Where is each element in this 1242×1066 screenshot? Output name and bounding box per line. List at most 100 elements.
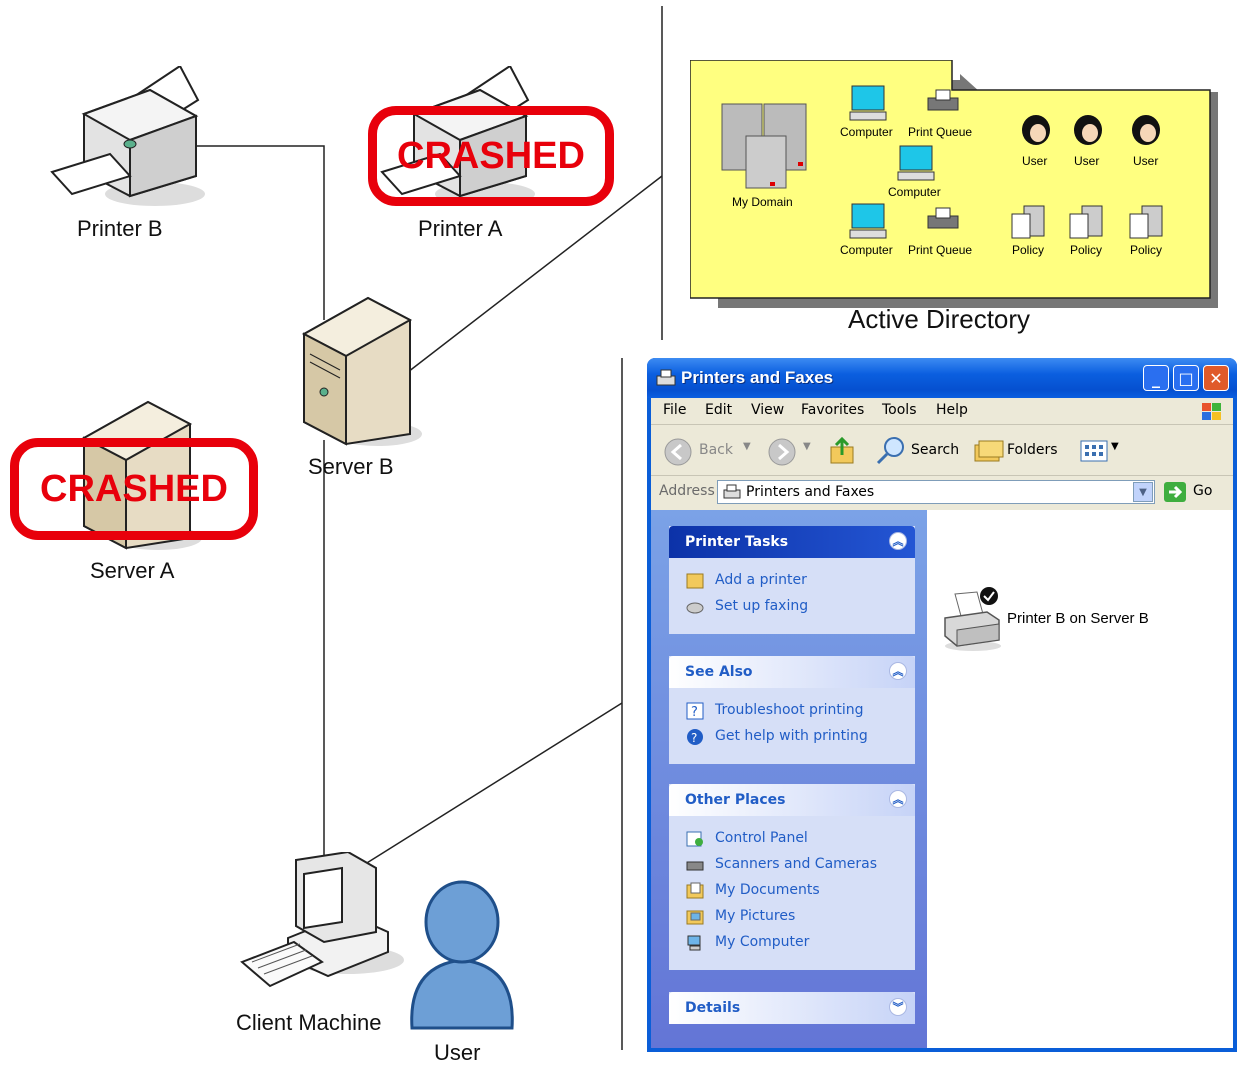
- collapse-chevron-icon[interactable]: ︽: [889, 790, 907, 808]
- other-places-header[interactable]: Other Places ︽: [669, 784, 915, 816]
- back-button[interactable]: Back: [699, 442, 733, 458]
- server-a-crashed-stamp: CRASHED: [10, 438, 258, 540]
- print-queue-label-1: Print Queue: [908, 125, 973, 139]
- server-b-icon: [301, 296, 422, 446]
- menu-bar: File Edit View Favorites Tools Help: [651, 398, 1233, 425]
- details-box: Details ︾: [669, 992, 915, 1024]
- details-title: Details: [685, 1000, 741, 1016]
- add-printer-icon: [686, 573, 704, 589]
- help-question-icon: ?: [686, 702, 704, 720]
- menu-edit[interactable]: Edit: [705, 402, 733, 418]
- line-client-window: [361, 702, 623, 867]
- menu-help[interactable]: Help: [936, 402, 968, 418]
- print-queue-label-2: Print Queue: [908, 243, 973, 257]
- print-queue-icon: [927, 89, 959, 111]
- user-icon: [1132, 115, 1160, 145]
- printer-a-crashed-stamp: CRASHED: [368, 106, 614, 206]
- address-bar: Address Printers and Faxes ▼ Go: [651, 476, 1233, 508]
- address-field[interactable]: Printers and Faxes ▼: [717, 480, 1155, 504]
- address-value: Printers and Faxes: [746, 484, 875, 500]
- toolbar: Back ▼ ▼ Search Folders ▼: [651, 425, 1233, 476]
- title-bar[interactable]: Printers and Faxes _ □ ✕: [647, 358, 1237, 398]
- user-label: User: [434, 1040, 481, 1065]
- svg-text:?: ?: [691, 731, 697, 745]
- printer-b-icon: [50, 66, 205, 206]
- menu-favorites[interactable]: Favorites: [801, 402, 865, 418]
- go-button[interactable]: Go: [1193, 483, 1213, 499]
- up-folder-icon[interactable]: [827, 435, 857, 467]
- computer-icon: [849, 85, 887, 121]
- user-label-2: User: [1074, 154, 1100, 168]
- printer-tasks-title: Printer Tasks: [685, 534, 789, 550]
- collapse-chevron-icon[interactable]: ︽: [889, 532, 907, 550]
- fax-icon: [686, 602, 704, 614]
- printer-item-label: Printer B on Server B: [1007, 610, 1149, 627]
- my-domain-icon: [721, 103, 807, 189]
- set-up-faxing-link[interactable]: Set up faxing: [715, 598, 809, 614]
- menu-tools[interactable]: Tools: [882, 402, 917, 418]
- user-label-3: User: [1133, 154, 1159, 168]
- server-b-label: Server B: [308, 454, 394, 479]
- my-documents-link[interactable]: My Documents: [715, 882, 820, 898]
- printer-item[interactable]: Printer B on Server B: [937, 584, 1237, 660]
- views-dropdown-icon[interactable]: ▼: [1111, 441, 1119, 452]
- add-printer-link[interactable]: Add a printer: [715, 572, 807, 588]
- policy-label-2: Policy: [1070, 243, 1103, 257]
- search-button[interactable]: Search: [911, 442, 960, 458]
- printer-b-label: Printer B: [77, 216, 163, 241]
- window-body: File Edit View Favorites Tools Help Back…: [651, 398, 1233, 1048]
- close-button[interactable]: ✕: [1203, 365, 1229, 391]
- policy-label-1: Policy: [1012, 243, 1045, 257]
- task-pane: Printer Tasks ︽ Add a printer Set up fax…: [651, 510, 927, 1048]
- other-places-box: Other Places ︽ Control Panel Scanners an…: [669, 784, 915, 970]
- user-label-1: User: [1022, 154, 1048, 168]
- active-directory-panel: My Domain Computer Print Queue Computer …: [690, 60, 1218, 308]
- my-pictures-link[interactable]: My Pictures: [715, 908, 796, 924]
- get-help-printing-link[interactable]: Get help with printing: [715, 728, 868, 744]
- forward-arrow-icon[interactable]: [767, 437, 797, 467]
- back-arrow-icon[interactable]: [663, 437, 693, 467]
- my-computer-link[interactable]: My Computer: [715, 934, 810, 950]
- help-circle-icon: ?: [687, 729, 703, 745]
- windows-logo-icon: [1202, 403, 1221, 420]
- my-computer-icon: [687, 935, 701, 951]
- line-printer-b-server-b: [196, 145, 325, 320]
- printer-a-label: Printer A: [418, 216, 503, 241]
- address-label: Address: [659, 483, 715, 499]
- printer-tasks-box: Printer Tasks ︽ Add a printer Set up fax…: [669, 526, 915, 634]
- content-area: Printer B on Server B: [927, 510, 1233, 1048]
- printer-tasks-header[interactable]: Printer Tasks ︽: [669, 526, 915, 558]
- print-queue-icon: [927, 207, 959, 229]
- collapse-chevron-icon[interactable]: ︽: [889, 662, 907, 680]
- menu-view[interactable]: View: [751, 402, 785, 418]
- menu-file[interactable]: File: [663, 402, 687, 418]
- computer-icon: [897, 145, 935, 181]
- expand-chevron-icon[interactable]: ︾: [889, 998, 907, 1016]
- policy-label-3: Policy: [1130, 243, 1163, 257]
- maximize-button[interactable]: □: [1173, 365, 1199, 391]
- scanners-cameras-icon: [686, 861, 704, 871]
- search-icon[interactable]: [875, 435, 907, 467]
- policy-icon: [1069, 205, 1103, 239]
- details-header[interactable]: Details ︾: [669, 992, 915, 1024]
- troubleshoot-printing-link[interactable]: Troubleshoot printing: [715, 702, 864, 718]
- folders-icon[interactable]: [973, 437, 1005, 465]
- my-documents-icon: [686, 882, 704, 899]
- window-title: Printers and Faxes: [681, 368, 834, 387]
- see-also-header[interactable]: See Also ︽: [669, 656, 915, 688]
- address-dropdown-icon[interactable]: ▼: [1133, 482, 1153, 502]
- control-panel-link[interactable]: Control Panel: [715, 830, 808, 846]
- user-icon: [1074, 115, 1102, 145]
- see-also-title: See Also: [685, 664, 753, 680]
- views-icon[interactable]: [1079, 439, 1109, 463]
- policy-icon: [1129, 205, 1163, 239]
- forward-dropdown-icon[interactable]: ▼: [803, 441, 811, 452]
- go-arrow-icon[interactable]: [1163, 481, 1187, 503]
- back-dropdown-icon[interactable]: ▼: [743, 441, 751, 452]
- minimize-button[interactable]: _: [1143, 365, 1169, 391]
- scanners-cameras-link[interactable]: Scanners and Cameras: [715, 856, 878, 872]
- printers-and-faxes-window: Printers and Faxes _ □ ✕ File Edit View …: [647, 358, 1237, 1052]
- folders-button[interactable]: Folders: [1007, 442, 1058, 458]
- client-machine-icon: [240, 852, 404, 988]
